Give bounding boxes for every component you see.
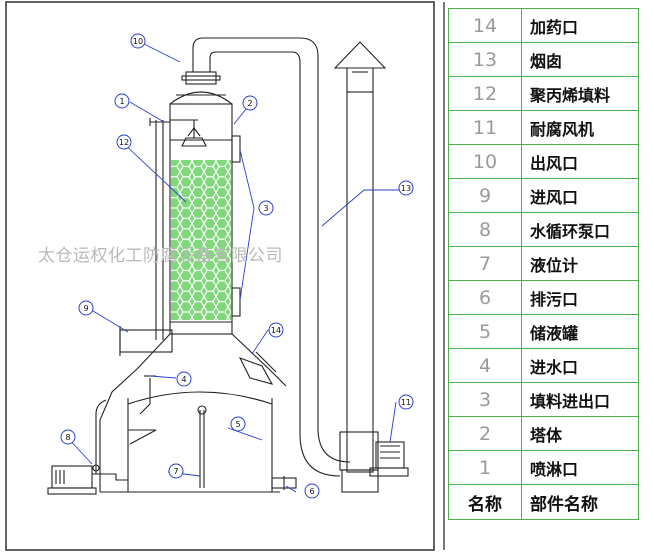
part-name: 储液罐	[522, 315, 639, 349]
part-name: 排污口	[522, 281, 639, 315]
part-number: 11	[449, 111, 522, 145]
circulation-pump	[52, 466, 92, 488]
part-name: 塔体	[522, 417, 639, 451]
part-name: 烟囱	[522, 43, 639, 77]
part-name: 聚丙烯填料	[522, 77, 639, 111]
callout-label-9: 9	[83, 304, 88, 313]
header-name: 名称	[449, 485, 522, 520]
part-name: 出风口	[522, 145, 639, 179]
air-inlet	[120, 330, 172, 352]
company-watermark: 太仓运权化工防腐设备有限公司	[38, 241, 283, 266]
part-name: 液位计	[522, 247, 639, 281]
part-number: 12	[449, 77, 522, 111]
callout-label-1: 1	[119, 97, 124, 106]
chimney	[347, 92, 373, 472]
callout-label-12: 12	[119, 138, 129, 147]
part-number: 8	[449, 213, 522, 247]
part-number: 6	[449, 281, 522, 315]
part-name: 填料进出口	[522, 383, 639, 417]
part-name: 耐腐风机	[522, 111, 639, 145]
callout-label-13: 13	[401, 184, 411, 193]
dosing-port	[240, 358, 272, 384]
part-name: 喷淋口	[522, 451, 639, 485]
part-number: 4	[449, 349, 522, 383]
part-name: 进风口	[522, 179, 639, 213]
callout-label-7: 7	[173, 467, 178, 476]
callout-label-2: 2	[247, 99, 252, 108]
part-number: 3	[449, 383, 522, 417]
part-name: 水循环泵口	[522, 213, 639, 247]
tower-dome	[170, 92, 232, 104]
callout-label-14: 14	[271, 326, 281, 335]
part-name: 加药口	[522, 9, 639, 43]
part-number: 9	[449, 179, 522, 213]
callout-label-6: 6	[309, 487, 314, 496]
part-number: 13	[449, 43, 522, 77]
chimney-cap	[335, 42, 385, 68]
callout-label-8: 8	[65, 433, 70, 442]
polypropylene-packing	[171, 160, 231, 320]
callout-label-11: 11	[401, 398, 411, 407]
callout-label-5: 5	[235, 420, 240, 429]
callout-label-4: 4	[181, 375, 186, 384]
part-number: 10	[449, 145, 522, 179]
callout-label-10: 10	[133, 37, 143, 46]
part-number: 5	[449, 315, 522, 349]
part-number: 2	[449, 417, 522, 451]
part-number: 7	[449, 247, 522, 281]
part-number: 14	[449, 9, 522, 43]
parts-header-row: 名称部件名称	[449, 485, 639, 520]
callout-label-3: 3	[263, 204, 268, 213]
part-name: 进水口	[522, 349, 639, 383]
part-number: 1	[449, 451, 522, 485]
header-part-name: 部件名称	[522, 485, 639, 520]
